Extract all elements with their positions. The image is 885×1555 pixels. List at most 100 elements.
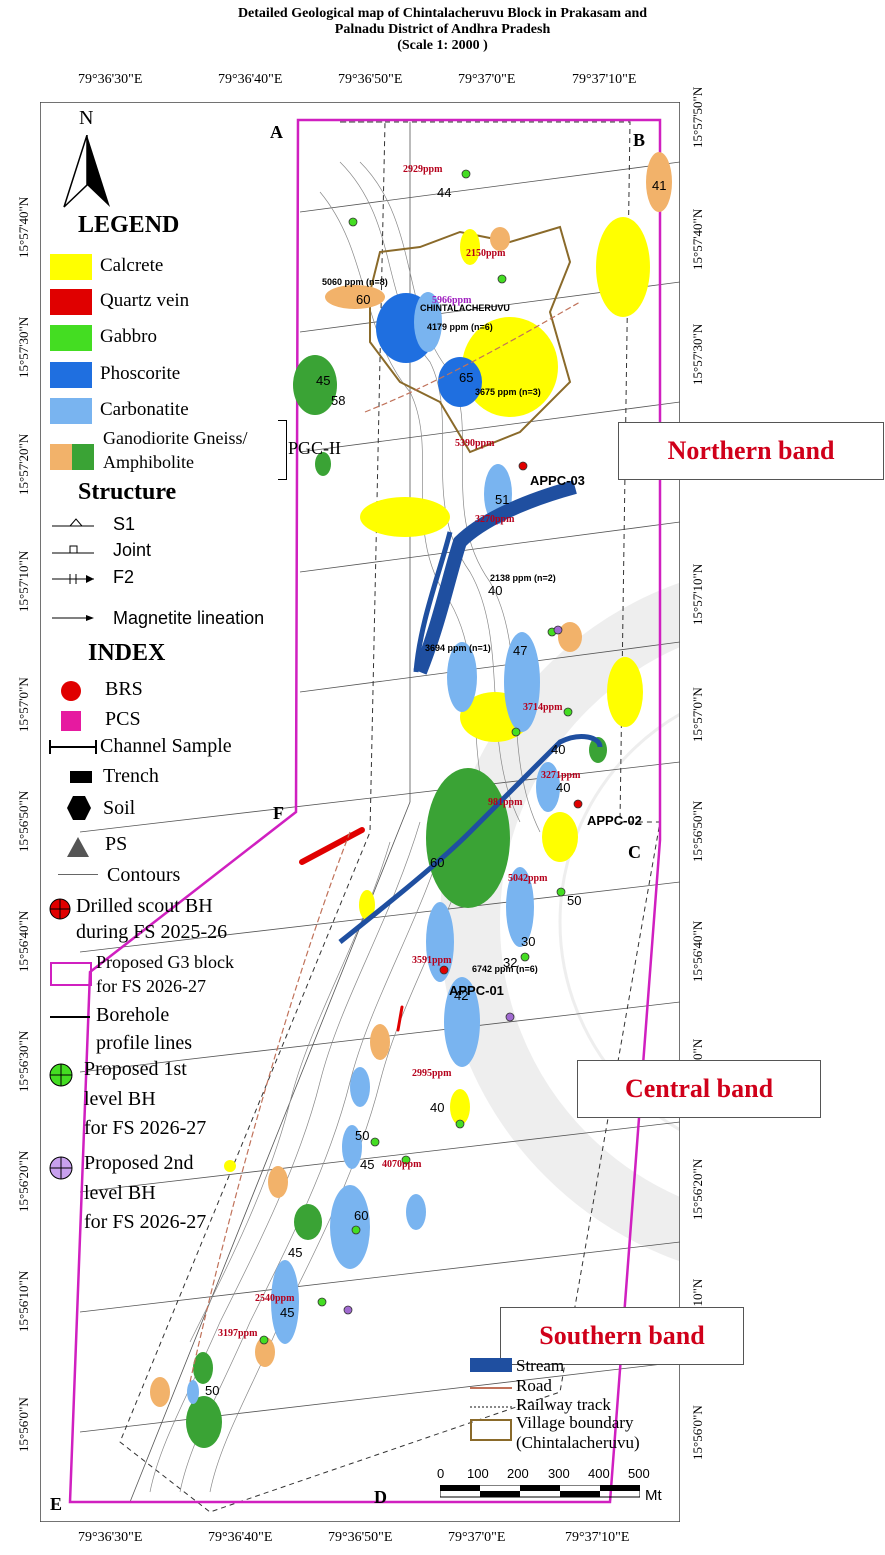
title-line-3: (Scale 1: 2000 ) bbox=[397, 38, 488, 53]
right-lat-label: 15°57'0"N bbox=[690, 687, 705, 742]
dip-value: 42 bbox=[454, 988, 469, 1003]
scale-tick: 0 bbox=[437, 1466, 445, 1481]
sample-value: 2138 ppm (n=2) bbox=[490, 573, 556, 583]
scale-tick: 100 bbox=[467, 1466, 489, 1481]
sample-value: 5060 ppm (n=8) bbox=[322, 277, 388, 287]
dip-value: 47 bbox=[513, 643, 528, 658]
road-swatch bbox=[470, 1387, 512, 1389]
scale-bar bbox=[440, 1485, 640, 1498]
dip-value: 45 bbox=[360, 1157, 375, 1172]
title-line-2: Palnadu District of Andhra Pradesh bbox=[334, 22, 551, 37]
sample-value: 3591ppm bbox=[412, 955, 452, 966]
phoscorite-swatch bbox=[50, 362, 92, 388]
bottom-lon-label: 79°37'10"E bbox=[565, 1530, 630, 1545]
bottom-legend-item: Stream bbox=[516, 1356, 565, 1375]
bottom-lon-label: 79°36'50"E bbox=[328, 1530, 393, 1545]
group-label: PGC-II bbox=[288, 438, 341, 458]
grid-lines bbox=[79, 122, 680, 1503]
right-lat-label: 15°57'30"N bbox=[690, 323, 705, 385]
proposed-second-level-bh bbox=[343, 625, 563, 1315]
top-lon-label: 79°36'30"E bbox=[78, 72, 143, 87]
dip-value: 50 bbox=[205, 1383, 220, 1398]
right-lat-label: 15°56'50"N bbox=[690, 800, 705, 862]
bottom-lon-label: 79°36'30"E bbox=[78, 1530, 143, 1545]
dip-value: 50 bbox=[567, 893, 582, 908]
map-title: Detailed Geological map of Chintalacheru… bbox=[0, 6, 885, 54]
dip-value: 30 bbox=[521, 934, 536, 949]
carbonatite-patches bbox=[187, 292, 560, 1404]
borehole-label: APPC-01 bbox=[449, 983, 504, 998]
sample-value: 4070ppm bbox=[382, 1159, 422, 1170]
index-item: level BH bbox=[84, 1088, 156, 1110]
index-item: level BH bbox=[84, 1182, 156, 1204]
stream-swatch bbox=[470, 1358, 512, 1372]
dip-value: 51 bbox=[495, 492, 510, 507]
right-lat-label: 15°56'20"N bbox=[690, 1158, 705, 1220]
structure-item: S1 bbox=[113, 514, 136, 534]
scale-tick: 200 bbox=[507, 1466, 529, 1481]
carbonatite-swatch bbox=[50, 398, 92, 424]
dip-value: 50 bbox=[355, 1128, 370, 1143]
north-arrow-icon bbox=[63, 135, 110, 208]
bottom-lon-label: 79°37'0"E bbox=[448, 1530, 506, 1545]
scale-tick: 500 bbox=[628, 1466, 650, 1481]
amphibolite-swatch bbox=[72, 444, 94, 470]
sample-value: 5042ppm bbox=[508, 873, 548, 884]
scale-tick: 400 bbox=[588, 1466, 610, 1481]
road bbox=[364, 301, 581, 413]
dip-value: 41 bbox=[652, 178, 667, 193]
corner-b-label: B bbox=[633, 130, 646, 150]
legend-title: LEGEND bbox=[78, 212, 180, 238]
sample-value: 981ppm bbox=[488, 797, 523, 808]
dip-value: 60 bbox=[430, 855, 445, 870]
soil-icon bbox=[67, 796, 91, 820]
index-item: Trench bbox=[103, 765, 159, 787]
central-band-box: Central band bbox=[577, 1060, 821, 1118]
sample-value: 6742 ppm (n=6) bbox=[472, 964, 538, 974]
left-lat-label: 15°56'50"N bbox=[16, 790, 31, 852]
corner-f-label: F bbox=[273, 803, 284, 823]
group-bracket bbox=[278, 420, 287, 480]
trench-icon bbox=[70, 771, 92, 783]
drilled-scout-bh bbox=[439, 461, 583, 975]
sample-value: 2150ppm bbox=[466, 248, 506, 259]
g3-block-outline bbox=[68, 118, 662, 1504]
left-lat-label: 15°56'30"N bbox=[16, 1030, 31, 1092]
bottom-legend-item: (Chintalacheruvu) bbox=[516, 1433, 640, 1452]
index-item: profile lines bbox=[96, 1032, 193, 1054]
top-lon-label: 79°37'0"E bbox=[458, 72, 516, 87]
watermark-seal bbox=[440, 582, 680, 1262]
village-name: CHINTALACHERUVU bbox=[420, 303, 510, 313]
left-lat-label: 15°56'40"N bbox=[16, 910, 31, 972]
index-item: for FS 2026-27 bbox=[96, 976, 207, 996]
sample-value: 4179 ppm (n=6) bbox=[427, 322, 493, 332]
right-lat-label: 15°56'0"N bbox=[690, 1405, 705, 1460]
borehole-label: APPC-03 bbox=[530, 473, 585, 488]
sample-value: 3675 ppm (n=3) bbox=[475, 387, 541, 397]
gneiss-swatch bbox=[50, 444, 72, 470]
legend-item: Phoscorite bbox=[100, 363, 181, 384]
brs-icon bbox=[61, 681, 81, 701]
right-lat-label: 15°57'10"N bbox=[690, 563, 705, 625]
north-label: N bbox=[79, 107, 94, 129]
dip-value: 60 bbox=[354, 1208, 369, 1223]
right-lat-label: 15°56'40"N bbox=[690, 920, 705, 982]
dip-value: 58 bbox=[331, 393, 346, 408]
quartz-vein bbox=[299, 827, 365, 865]
scale-tick: 300 bbox=[548, 1466, 570, 1481]
left-lat-label: 15°57'10"N bbox=[16, 550, 31, 612]
structure-item: Joint bbox=[113, 540, 152, 560]
sample-value: 2929ppm bbox=[403, 164, 443, 175]
northern-band-box: Northern band bbox=[618, 422, 884, 480]
gabbro-swatch bbox=[50, 325, 92, 351]
first-level-bh-icon bbox=[49, 1063, 73, 1087]
ps-icon bbox=[67, 837, 89, 857]
legend-item: Amphibolite bbox=[103, 452, 194, 472]
drilled-scout-bh-icon bbox=[49, 898, 71, 920]
index-item: Proposed 1st bbox=[84, 1058, 187, 1080]
legend-item: Carbonatite bbox=[100, 399, 189, 420]
sample-value: 3270ppm bbox=[475, 514, 515, 525]
dip-value: 45 bbox=[280, 1305, 295, 1320]
dip-value: 40 bbox=[556, 780, 571, 795]
profile-line-icon bbox=[50, 1016, 90, 1018]
